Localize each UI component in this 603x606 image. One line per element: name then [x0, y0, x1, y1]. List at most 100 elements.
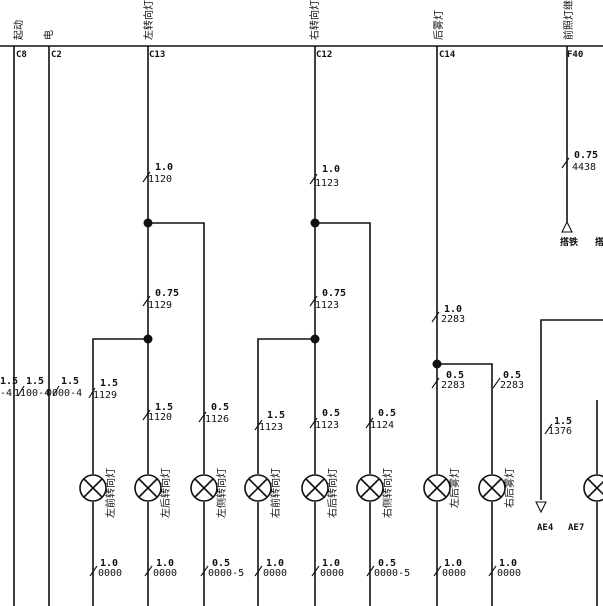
tap-c12: C12 — [316, 50, 332, 60]
wires — [13, 46, 603, 606]
svg-text:0000: 0000 — [263, 568, 287, 579]
lamp-partial — [583, 474, 603, 502]
svg-text:1120: 1120 — [148, 174, 172, 185]
svg-text:0000: 0000 — [497, 568, 521, 579]
junction-node — [310, 218, 320, 228]
wire-label: 1.0 0000 — [89, 558, 122, 579]
lamp-label: 右后转向灯 — [326, 468, 339, 518]
svg-text:0.5: 0.5 — [211, 402, 229, 413]
wire-label: 0.75 4438 — [561, 150, 598, 173]
svg-text:1.5: 1.5 — [100, 378, 118, 389]
svg-text:0.5: 0.5 — [322, 408, 340, 419]
svg-text:1.0: 1.0 — [444, 304, 462, 315]
svg-text:1.5: 1.5 — [267, 410, 285, 421]
wire-label: 1.5 1123 — [254, 410, 285, 433]
svg-text:1123: 1123 — [315, 420, 339, 431]
lamps — [79, 474, 603, 502]
svg-text:2283: 2283 — [500, 380, 524, 391]
top-labels: 起动 电 左转向灯 右转向灯 后雾灯 前照灯继电器 — [13, 0, 575, 40]
wire-label: 0.5 1126 — [198, 402, 229, 425]
svg-text:4438: 4438 — [572, 162, 596, 173]
lamp-right-front-turn — [244, 474, 272, 502]
lamp-left-rear-fog — [423, 474, 451, 502]
ground-label: 搭铁 — [560, 236, 578, 248]
svg-text:1.0: 1.0 — [266, 558, 284, 569]
wire-label: 1.5 -4 — [0, 376, 18, 399]
lamp-label: 左后转向灯 — [159, 468, 172, 518]
svg-text:2283: 2283 — [441, 314, 465, 325]
wire-label: 0.5 1123 — [309, 408, 340, 431]
lamp-label: 右前转向灯 — [269, 468, 282, 518]
ground-label: AE4 — [537, 523, 554, 533]
wire-label: 0.5 1124 — [365, 408, 396, 431]
svg-text:2283: 2283 — [441, 380, 465, 391]
wire-label: 1.5 1376 — [544, 416, 572, 437]
svg-text:0000: 0000 — [153, 568, 177, 579]
wire-label: 1.0 0000 — [254, 558, 287, 579]
top-label-start: 起动 — [13, 20, 25, 40]
svg-text:1123: 1123 — [315, 300, 339, 311]
wire-label: 1.0 0000 — [311, 558, 344, 579]
junctions — [143, 218, 442, 369]
junction-node — [143, 334, 153, 344]
wire-label: 1.5 1120 — [142, 402, 173, 423]
wire-label: 1.5 1129 — [88, 378, 118, 401]
lamp-label: 右侧转向灯 — [381, 468, 394, 518]
svg-text:1.0: 1.0 — [100, 558, 118, 569]
svg-text:0000-4: 0000-4 — [46, 388, 82, 399]
svg-text:0.75: 0.75 — [155, 288, 179, 299]
lamp-label: 右后雾灯 — [503, 468, 516, 508]
svg-text:1.5: 1.5 — [61, 376, 79, 387]
wire-label: 1.5 1100-4 — [14, 376, 50, 399]
lamp-left-side-turn — [190, 474, 218, 502]
svg-text:1129: 1129 — [93, 390, 117, 401]
wire-label: 1.5 0000-4 — [46, 376, 82, 399]
wire-label: 0.5 0000-5 — [366, 558, 410, 579]
svg-text:1.0: 1.0 — [155, 162, 173, 173]
lamp-label: 左侧转向灯 — [215, 468, 228, 518]
tap-c2: C2 — [51, 50, 62, 60]
wire-labels: 1.0 1120 1.0 1123 0.75 1129 0.75 1123 0.… — [0, 150, 598, 579]
lamp-label: 左后雾灯 — [448, 468, 461, 508]
wire-label: 0.5 2283 — [492, 370, 524, 391]
svg-text:0.75: 0.75 — [322, 288, 346, 299]
svg-text:0.5: 0.5 — [503, 370, 521, 381]
svg-text:1124: 1124 — [370, 420, 394, 431]
svg-text:1129: 1129 — [148, 300, 172, 311]
ground-symbols: 搭铁 搭铁 AE4 AE7 — [535, 220, 603, 533]
svg-text:-4: -4 — [0, 388, 12, 399]
svg-text:0000: 0000 — [442, 568, 466, 579]
svg-text:1376: 1376 — [548, 426, 572, 437]
svg-text:0.5: 0.5 — [378, 408, 396, 419]
svg-text:0.5: 0.5 — [446, 370, 464, 381]
junction-node — [310, 334, 320, 344]
svg-text:1.5: 1.5 — [155, 402, 173, 413]
svg-text:1.0: 1.0 — [499, 558, 517, 569]
lamp-right-rear-fog — [478, 474, 506, 502]
svg-text:0.5: 0.5 — [212, 558, 230, 569]
tap-c14: C14 — [439, 50, 456, 60]
svg-text:0.5: 0.5 — [378, 558, 396, 569]
wire-label: 1.0 1123 — [309, 164, 340, 189]
tap-f40: F40 — [567, 50, 583, 60]
top-label-headlamp-relay: 前照灯继电器 — [562, 0, 575, 40]
wire-label: 1.0 0000 — [144, 558, 177, 579]
svg-text:1.0: 1.0 — [156, 558, 174, 569]
tap-c13: C13 — [149, 50, 165, 60]
svg-text:1.0: 1.0 — [322, 558, 340, 569]
svg-text:0000-5: 0000-5 — [374, 568, 410, 579]
svg-text:1126: 1126 — [205, 414, 229, 425]
wire-label: 0.5 0000-5 — [200, 558, 244, 579]
wire-label: 1.0 2283 — [431, 304, 465, 325]
lamp-left-front-turn — [79, 474, 107, 502]
svg-text:1.5: 1.5 — [26, 376, 44, 387]
wire-label: 1.0 0000 — [433, 558, 466, 579]
lamp-left-rear-turn — [134, 474, 162, 502]
junction-node — [143, 218, 153, 228]
wire-label: 0.75 1123 — [309, 288, 346, 311]
ground-arrow — [561, 220, 573, 233]
svg-text:0.75: 0.75 — [574, 150, 598, 161]
top-label-power: 电 — [42, 30, 55, 40]
bus-taps: C8 C2 C13 C12 C14 F40 — [16, 50, 583, 60]
